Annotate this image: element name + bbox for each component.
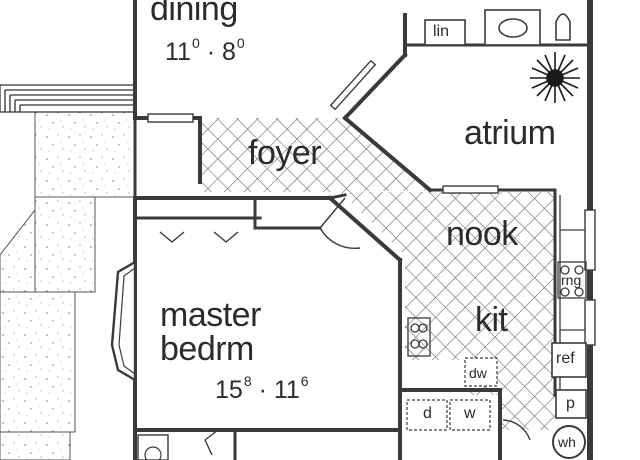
windows [147,59,596,346]
atrium-plant-icon [530,52,580,103]
refrigerator-label: ref [556,350,575,367]
bath-fixtures [424,9,571,46]
dining-dim-a-sup: 0 [191,35,200,51]
dryer-label: d [423,405,432,422]
water-heater-icon [552,425,586,459]
bath-tub-icon [137,434,169,460]
walls [133,0,593,460]
pantry-icon [555,389,587,419]
patio-area [0,111,136,460]
foyer-floor [198,118,430,192]
master-label: master [160,296,261,334]
range-label: rng [561,272,582,288]
bedrm-label: bedrm [160,330,254,368]
dryer-icon [406,399,448,431]
dining-label: dining [150,0,238,28]
refrigerator-icon [551,342,587,378]
dining-dim-b-sup: 0 [236,35,245,51]
dishwasher-label: dw [469,365,487,381]
kitchen-floor [340,192,555,430]
deck-steps [0,84,135,113]
master-dim-a: 15 [215,376,243,404]
washer-icon [449,399,491,431]
dining-dimensions: 110 · 80 [165,36,245,65]
master-dimensions: 158 · 116 [215,374,309,403]
doors [159,197,531,456]
linen-label: lin [433,23,450,40]
washer-label: w [464,405,476,422]
dishwasher-icon [464,357,498,387]
master-dim-sep: · [258,376,267,404]
master-dim-b: 11 [273,376,300,404]
kit-label: kit [475,301,508,339]
pantry-label: p [566,395,575,412]
dining-dim-sep: · [206,38,216,66]
master-dim-a-sup: 8 [243,373,252,389]
nook-label: nook [446,215,518,253]
range-icon [557,261,587,299]
master-dim-b-sup: 6 [300,373,309,389]
atrium-label: atrium [464,114,556,152]
dining-dim-a: 11 [165,38,191,66]
foyer-label: foyer [248,134,322,172]
water-heater-label: wh [558,434,576,450]
dining-dim-b: 8 [221,38,236,66]
